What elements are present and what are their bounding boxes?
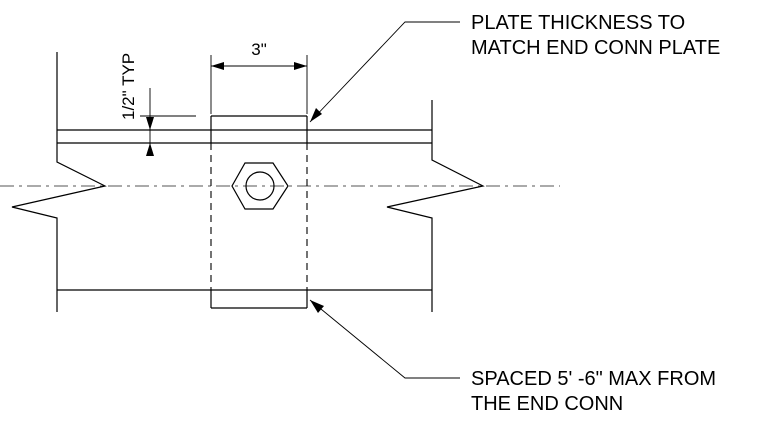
dim-typ-label: 1/2" TYP xyxy=(119,53,138,120)
dim-3-label: 3" xyxy=(251,40,267,59)
dim-3-arrow-left xyxy=(211,62,224,70)
bolt-hole-icon xyxy=(245,171,275,201)
plate-thickness-arrowhead xyxy=(310,108,322,122)
spacing-note-line1: SPACED 5' -6" MAX FROM xyxy=(471,368,716,390)
spacing-leader xyxy=(309,299,460,379)
plate-thickness-note-line2: MATCH END CONN PLATE xyxy=(471,37,720,59)
dim-typ-arrow-down xyxy=(146,117,154,130)
spacing-note-line2: THE END CONN xyxy=(471,393,623,415)
plate-thickness-leader xyxy=(309,21,460,123)
right-break-line xyxy=(386,100,485,312)
plate-thickness-note-line1: PLATE THICKNESS TO xyxy=(471,12,685,34)
hex-nut-icon xyxy=(231,162,289,210)
dim-3-arrow-right xyxy=(294,62,307,70)
left-break-line xyxy=(11,52,107,312)
dim-typ-arrow-up xyxy=(146,143,154,156)
spacing-arrowhead xyxy=(310,300,324,313)
